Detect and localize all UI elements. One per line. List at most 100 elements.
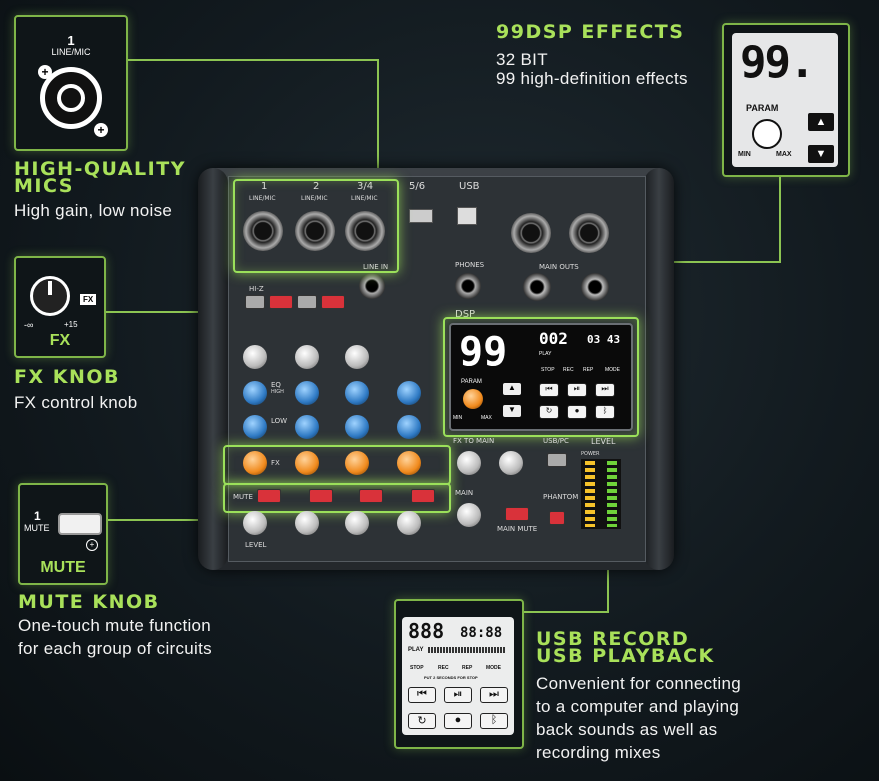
main-label: MAIN [455, 489, 474, 497]
high-label: HIGH [271, 389, 284, 395]
usb-callout-play: PLAY [408, 647, 424, 653]
rec-label: REC [563, 367, 574, 373]
mic-callout-channel: 1 [67, 33, 75, 48]
trim-knob-34[interactable] [345, 345, 369, 369]
fx-callout-label: FX [49, 332, 71, 349]
mics-title-line1: HIGH-QUALITY [14, 158, 186, 180]
mode-label: MODE [605, 367, 620, 373]
down-button[interactable]: ▼ [503, 405, 521, 417]
fx-max-label: +15 [64, 320, 78, 329]
xlr-input-1[interactable] [243, 211, 283, 251]
phantom-master-button[interactable] [549, 511, 565, 525]
next-button[interactable]: ⏭ [595, 383, 615, 397]
main-out-left[interactable] [511, 213, 551, 253]
mute-strip-label: MUTE [233, 493, 253, 501]
main-out-jack-right[interactable] [581, 273, 609, 301]
usb-port[interactable] [409, 209, 433, 223]
repeat-button[interactable]: ↻ [539, 405, 559, 419]
connector-line [105, 519, 223, 521]
channel-56-label: 5/6 [409, 181, 426, 192]
dsp-max-label: MAX [481, 415, 492, 421]
param-knob[interactable] [463, 389, 483, 409]
mixer-device: 1 2 3/4 5/6 USB LINE/MIC LINE/MIC LINE/M… [198, 168, 674, 570]
mute-button-34[interactable] [359, 489, 383, 503]
usb-title-line1: USB RECORD [536, 628, 690, 650]
prev-icon: ⏮ [408, 687, 436, 703]
phones-jack[interactable] [455, 273, 481, 299]
xlr-combo-icon [40, 67, 102, 129]
plus-icon: + [86, 539, 98, 551]
usb-b-port[interactable] [457, 207, 477, 225]
play-button[interactable]: ⏯ [567, 383, 587, 397]
main-mute-button[interactable] [505, 507, 529, 521]
channel-2-label: 2 [313, 181, 320, 192]
usb-pc-label: USB/PC [543, 437, 569, 445]
main-out-jack-left[interactable] [523, 273, 551, 301]
eq-high-knob-34[interactable] [345, 381, 369, 405]
usb-desc-line4: recording mixes [536, 743, 661, 762]
mute-button-1[interactable] [257, 489, 281, 503]
mute-desc-line2: for each group of circuits [18, 639, 212, 658]
level-knob-2[interactable] [295, 511, 319, 535]
phantom-button-2[interactable] [321, 295, 345, 309]
record-button[interactable]: ● [567, 405, 587, 419]
stop-label: STOP [541, 367, 555, 373]
usb-desc-line3: back sounds as well as [536, 720, 718, 739]
trim-knob-2[interactable] [295, 345, 319, 369]
dsp-param-label: PARAM [461, 379, 482, 385]
level-knob-34[interactable] [345, 511, 369, 535]
eq-low-knob-34[interactable] [345, 415, 369, 439]
eq-low-knob-1[interactable] [243, 415, 267, 439]
level-meter-label: LEVEL [591, 437, 616, 446]
main-level-knob[interactable] [457, 503, 481, 527]
track-time: 03 43 [587, 333, 621, 346]
dsp-desc-line2: 99 high-definition effects [496, 69, 688, 88]
eq-high-knob-56[interactable] [397, 381, 421, 405]
bluetooth-button[interactable]: ᛒ [595, 405, 615, 419]
fx-knob-56[interactable] [397, 451, 421, 475]
phones-level-knob[interactable] [499, 451, 523, 475]
level-label: LEVEL [245, 541, 267, 549]
mute-button-2[interactable] [309, 489, 333, 503]
channel-1-label: 1 [261, 181, 268, 192]
level-knob-56[interactable] [397, 511, 421, 535]
fx-knob-2[interactable] [295, 451, 319, 475]
trim-knob-1[interactable] [243, 345, 267, 369]
dsp-callout-display: 99. [740, 37, 815, 88]
connector-line [779, 175, 781, 263]
xlr-input-2[interactable] [295, 211, 335, 251]
hiz-button-2[interactable] [297, 295, 317, 309]
dsp-desc-line1: 32 BIT [496, 50, 548, 69]
hiz-label: HI-Z [249, 285, 264, 293]
usb-callout-stop: STOP [410, 665, 424, 671]
eq-low-knob-2[interactable] [295, 415, 319, 439]
eq-low-knob-56[interactable] [397, 415, 421, 439]
mute-desc-line1: One-touch mute function [18, 616, 212, 635]
usb-pc-button[interactable] [547, 453, 567, 467]
prev-button[interactable]: ⏮ [539, 383, 559, 397]
hiz-button-1[interactable] [245, 295, 265, 309]
main-out-right[interactable] [569, 213, 609, 253]
eq-high-knob-1[interactable] [243, 381, 267, 405]
phones-label: PHONES [455, 261, 485, 269]
eq-label: EQ [271, 381, 281, 389]
mute-callout-channel: 1 [34, 509, 41, 523]
effect-number: 99 [459, 329, 508, 375]
level-knob-1[interactable] [243, 511, 267, 535]
fx-to-main-knob[interactable] [457, 451, 481, 475]
power-label: POWER [581, 451, 600, 457]
param-knob-icon [752, 119, 782, 149]
mute-button-56[interactable] [411, 489, 435, 503]
fx-knob-1[interactable] [243, 451, 267, 475]
eq-high-knob-2[interactable] [295, 381, 319, 405]
up-button[interactable]: ▲ [503, 383, 521, 395]
input-1-label: LINE/MIC [249, 195, 276, 202]
xlr-input-34[interactable] [345, 211, 385, 251]
phantom-button-1[interactable] [269, 295, 293, 309]
dsp-display-highlight [443, 317, 639, 437]
usb-progress-bar [428, 647, 506, 653]
dsp-callout-min: MIN [738, 151, 751, 158]
fx-knob-34[interactable] [345, 451, 369, 475]
usb-callout-time: 88:88 [460, 625, 503, 641]
line-in-jack[interactable] [359, 273, 385, 299]
